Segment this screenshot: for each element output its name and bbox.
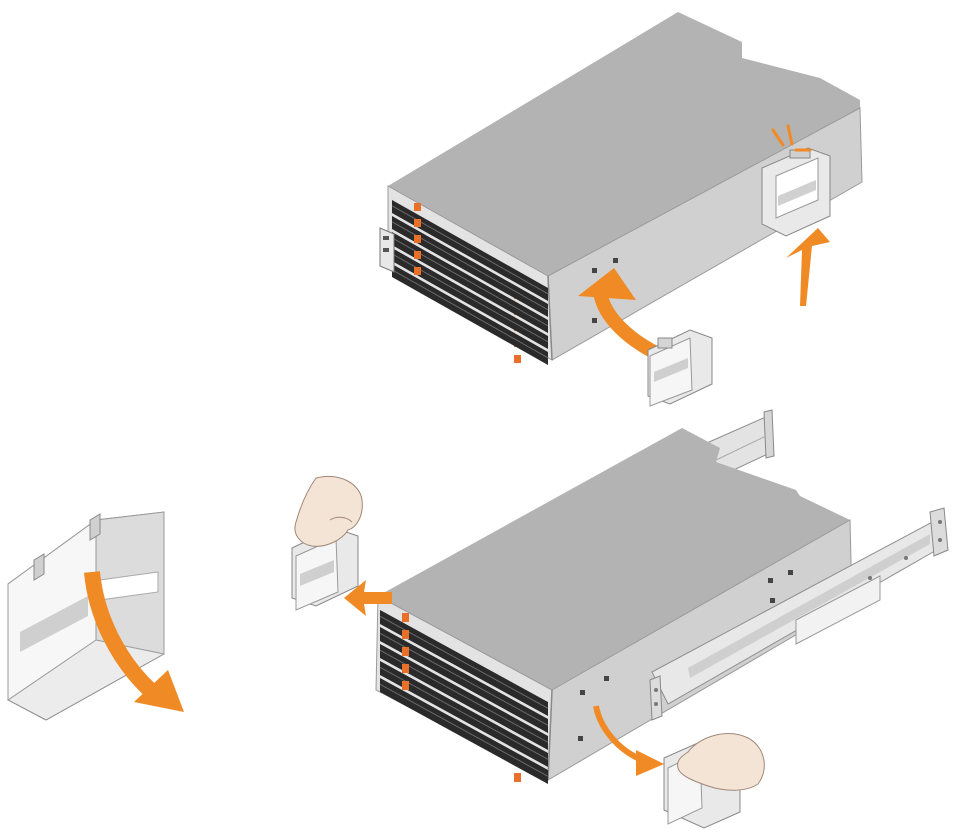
drawer — [380, 610, 548, 716]
drawer-latch — [414, 267, 421, 275]
drawer-latch — [514, 773, 521, 782]
top-shelf-lid — [388, 12, 860, 276]
curved-arrow-icon — [84, 571, 184, 712]
drawer-latch — [414, 203, 421, 211]
tick-marks-icon — [771, 124, 812, 152]
drawer — [392, 200, 548, 301]
drawer — [392, 248, 548, 349]
drawer — [392, 216, 548, 317]
drawer — [392, 264, 548, 365]
drawer-latch — [402, 647, 409, 656]
drawer — [392, 232, 548, 333]
outward-arrow-icon — [344, 580, 392, 616]
side-vent — [578, 736, 583, 741]
bottom-shelf-drawers — [379, 610, 549, 784]
drawer-latch — [414, 251, 421, 259]
side-vent — [592, 268, 597, 273]
upward-arrow-icon — [786, 228, 830, 306]
drawer-latch — [402, 681, 409, 690]
drawer-seam — [391, 269, 549, 359]
drawer — [380, 678, 548, 784]
drawer-latch — [402, 613, 409, 622]
drawer — [380, 661, 548, 767]
side-vent — [770, 598, 775, 603]
drawer — [380, 627, 548, 733]
side-vent — [788, 570, 793, 575]
front-rail — [649, 507, 949, 721]
drawer-latch — [414, 235, 421, 243]
drawer-latch — [414, 219, 421, 227]
side-vent — [580, 690, 585, 695]
bottom-shelf-lid — [378, 428, 850, 690]
hand-icon — [294, 476, 363, 547]
drawer-latch — [402, 664, 409, 673]
side-vent — [768, 578, 773, 583]
drawer-latch — [402, 630, 409, 639]
rear-handle-attached — [761, 147, 831, 237]
curved-arrow-icon — [593, 705, 664, 776]
top-shelf-front-handle — [379, 227, 395, 273]
side-vent — [592, 318, 597, 323]
hand-icon — [677, 733, 765, 791]
drawer — [380, 644, 548, 750]
drawer-latch — [514, 355, 521, 363]
side-vent — [604, 676, 609, 681]
top-shelf-drawers — [391, 200, 549, 365]
side-vent — [613, 258, 618, 263]
loose-handle — [647, 329, 713, 407]
left-removed-handle — [291, 527, 359, 611]
drawer-seam — [379, 683, 549, 777]
